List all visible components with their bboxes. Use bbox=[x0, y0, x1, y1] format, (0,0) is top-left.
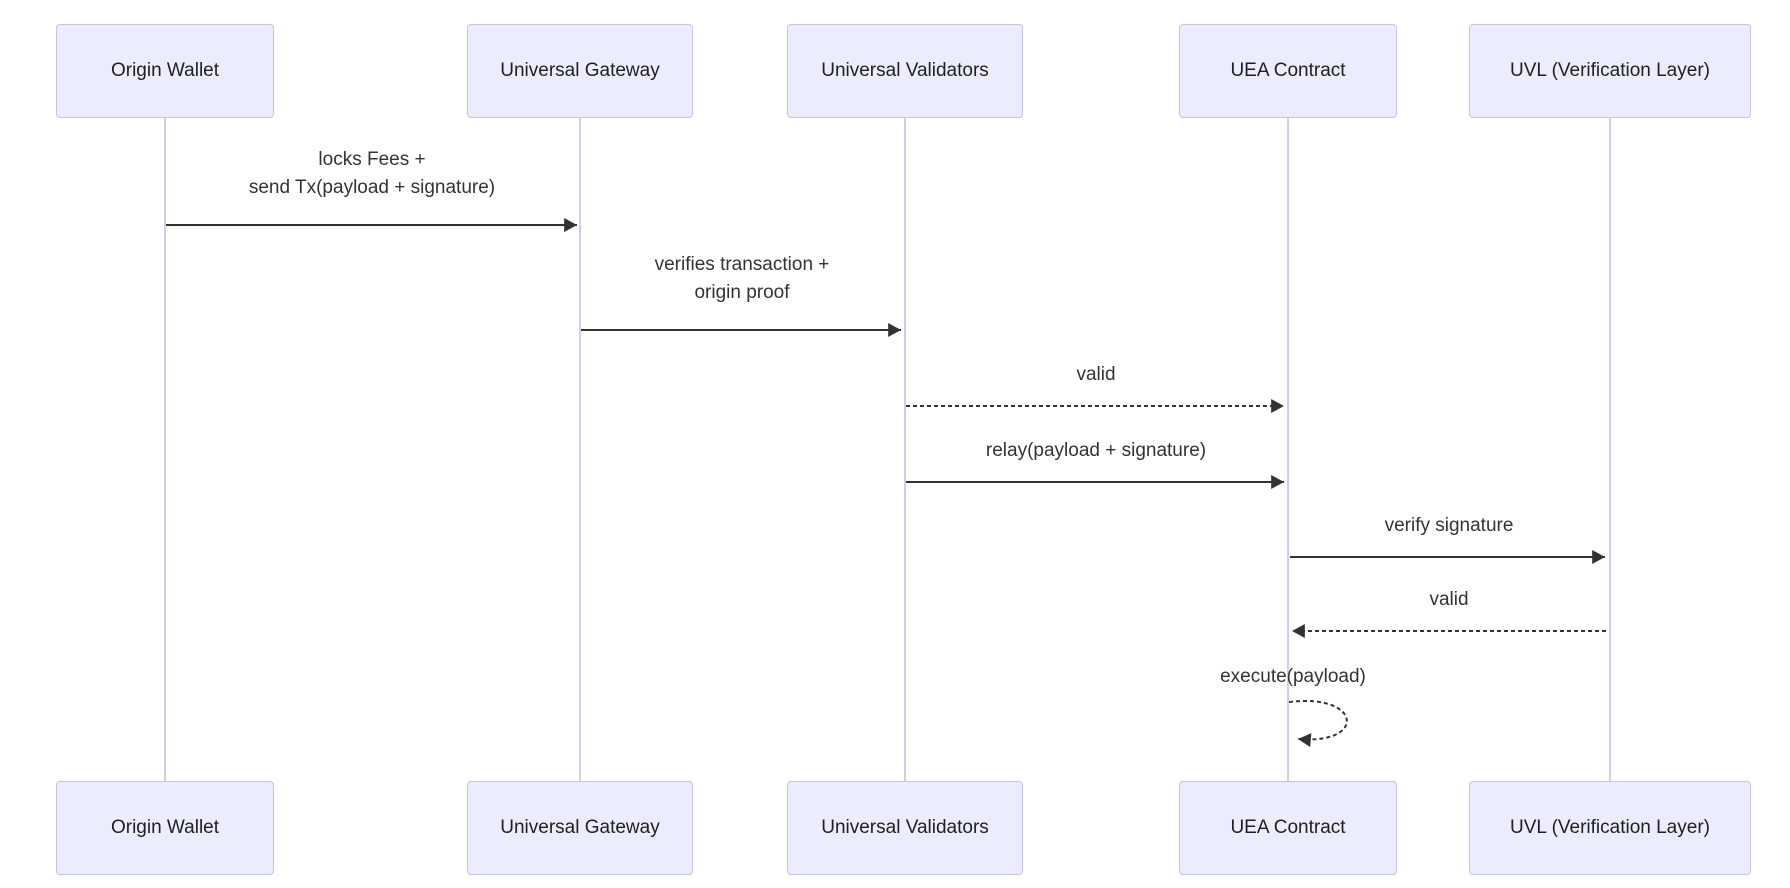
message-label-locks-fees: locks Fees + send Tx(payload + signature… bbox=[248, 149, 496, 198]
actor-top-uea-contract: UEA Contract bbox=[1179, 24, 1397, 118]
message-label-verifies-transaction: verifies transaction + origin proof bbox=[654, 254, 830, 303]
message-label-valid-uvl: valid bbox=[1429, 589, 1469, 610]
actor-top-universal-validators: Universal Validators bbox=[787, 24, 1023, 118]
actor-bottom-uea-contract: UEA Contract bbox=[1179, 781, 1397, 875]
actor-top-origin-wallet: Origin Wallet bbox=[56, 24, 274, 118]
actor-bottom-origin-wallet: Origin Wallet bbox=[56, 781, 274, 875]
actor-label: Origin Wallet bbox=[110, 60, 220, 81]
actor-top-uvl: UVL (Verification Layer) bbox=[1469, 24, 1751, 118]
message-label-valid-validators: valid bbox=[1076, 364, 1116, 385]
actor-label: Origin Wallet bbox=[110, 817, 220, 838]
actor-bottom-uvl: UVL (Verification Layer) bbox=[1469, 781, 1751, 875]
message-label-relay-payload: relay(payload + signature) bbox=[985, 440, 1207, 461]
actor-label: Universal Gateway bbox=[500, 817, 660, 838]
actor-label: Universal Gateway bbox=[500, 60, 660, 81]
actor-label: Universal Validators bbox=[821, 60, 989, 81]
actor-label: UVL (Verification Layer) bbox=[1510, 60, 1710, 81]
arrow-execute-self-loop bbox=[1288, 699, 1348, 748]
actor-bottom-universal-validators: Universal Validators bbox=[787, 781, 1023, 875]
actor-label: UEA Contract bbox=[1230, 817, 1346, 838]
message-label-verify-signature: verify signature bbox=[1384, 515, 1514, 536]
actor-label: UEA Contract bbox=[1230, 60, 1346, 81]
actor-top-universal-gateway: Universal Gateway bbox=[467, 24, 693, 118]
message-label-execute-payload: execute(payload) bbox=[1220, 666, 1366, 687]
actor-label: Universal Validators bbox=[821, 817, 989, 838]
actor-label: UVL (Verification Layer) bbox=[1510, 817, 1710, 838]
actor-bottom-universal-gateway: Universal Gateway bbox=[467, 781, 693, 875]
